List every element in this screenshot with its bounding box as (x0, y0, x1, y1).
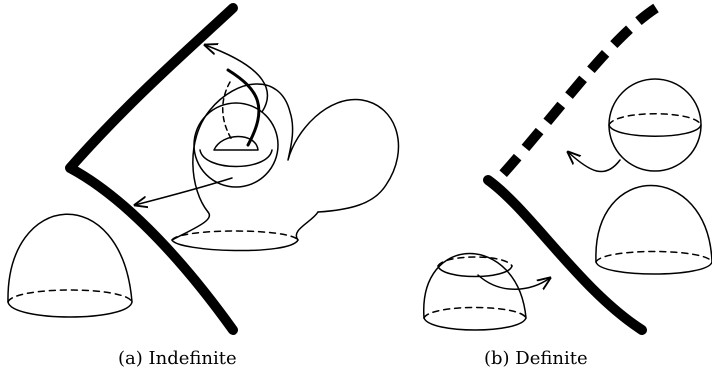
cusp-curve-dashed (498, 3, 659, 179)
sphere-upper (608, 78, 702, 172)
cusp-curve (65, 3, 238, 335)
caption-indefinite: (a) Indefinite (118, 348, 237, 369)
arrow-to-lower-cusp (135, 177, 233, 205)
tube-surface (171, 83, 400, 252)
arrow-slice-to-curve (477, 274, 550, 289)
arrow-to-upper-cusp (205, 45, 269, 113)
inner-sphere (193, 102, 279, 188)
hemisphere-sliced (423, 252, 527, 331)
cusp-curve-solid (483, 175, 647, 335)
hemisphere-right (595, 184, 712, 275)
panel-b (423, 3, 712, 335)
arrow-sphere-to-curve (568, 152, 621, 173)
hemisphere-left (7, 213, 133, 318)
panel-a (7, 3, 400, 335)
caption-definite: (b) Definite (484, 348, 588, 369)
handle-loop (222, 68, 261, 147)
